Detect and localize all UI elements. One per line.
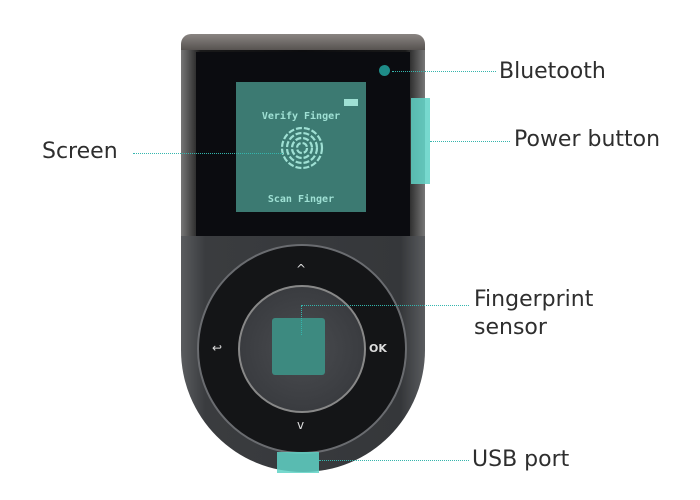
screen-leader-line: [133, 153, 283, 154]
bluetooth-label: Bluetooth: [499, 59, 606, 84]
usb-port: [277, 452, 319, 473]
lcd-screen: Verify Finger Scan Finger: [236, 82, 366, 212]
battery-icon: [344, 99, 358, 106]
back-key[interactable]: ↩: [212, 341, 223, 355]
power-leader-line: [430, 141, 510, 142]
ok-key[interactable]: OK: [369, 342, 387, 355]
screen-prompt: Scan Finger: [267, 194, 335, 205]
bluetooth-leader-line: [392, 71, 496, 72]
screen-label: Screen: [42, 139, 118, 164]
usb-port-label: USB port: [472, 447, 570, 472]
usb-leader-line: [319, 460, 469, 461]
fingerprint-label-line1: Fingerprint: [474, 287, 594, 312]
device-top-cap: [181, 34, 425, 54]
power-button[interactable]: [411, 98, 430, 184]
fingerprint-leader-vertical: [301, 305, 302, 335]
fingerprint-label-line2: sensor: [474, 315, 547, 340]
fingerprint-icon: [280, 126, 324, 170]
fingerprint-sensor[interactable]: [272, 318, 325, 375]
screen-title: Verify Finger: [261, 111, 341, 122]
down-key[interactable]: v: [297, 418, 305, 432]
power-button-label: Power button: [514, 127, 661, 152]
bluetooth-indicator-icon: [379, 65, 390, 76]
up-key[interactable]: ^: [296, 262, 307, 276]
fingerprint-label: Fingerprint sensor: [474, 286, 593, 342]
fingerprint-leader-line: [301, 305, 469, 306]
